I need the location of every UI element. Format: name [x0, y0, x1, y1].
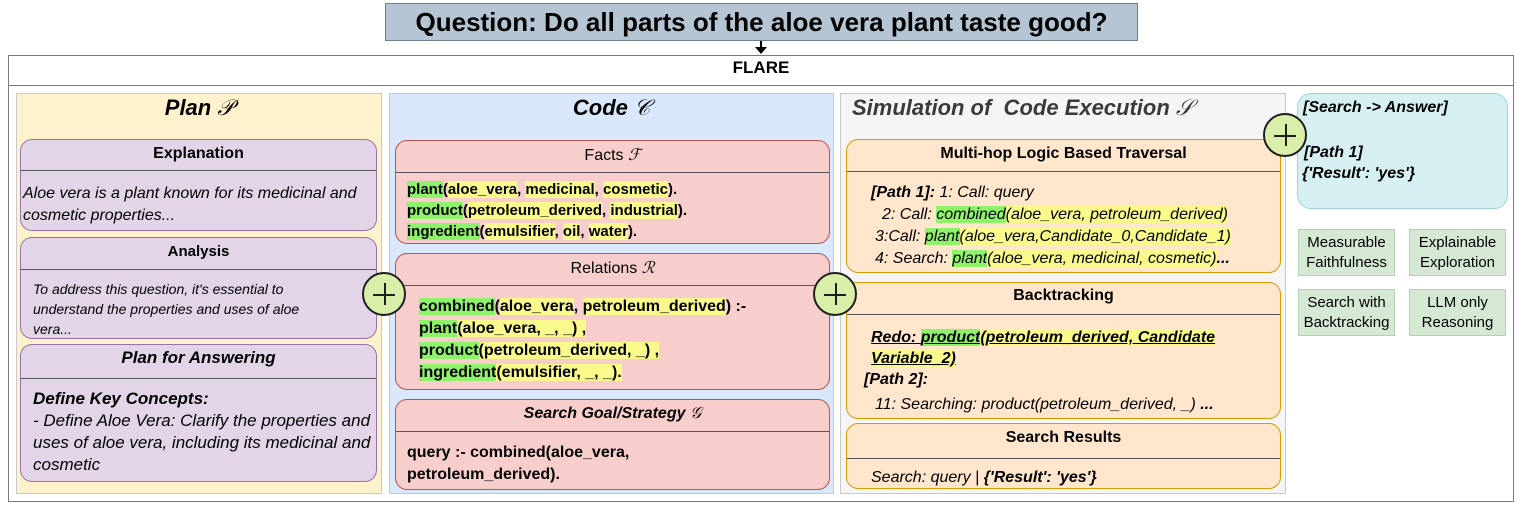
answer-box: [Search -> Answer] [Path 1] {'Result': '…: [1297, 93, 1508, 209]
path2-label: [Path 2]:: [864, 371, 928, 388]
search-goal-code: query :- combined(aloe_vera, petroleum_d…: [396, 442, 829, 486]
explanation-text: Aloe vera is a plant known for its medic…: [23, 185, 357, 224]
property-measurable-faithfulness: Measurable Faithfulness: [1298, 229, 1395, 276]
trace-line-4: 4: Search: plant(aloe_vera, medicinal, c…: [875, 250, 1230, 267]
fact-line-3: ingredient(emulsifier, oil, water).: [407, 223, 638, 240]
fact-line-2: product(petroleum_derived, industrial).: [407, 202, 688, 219]
analysis-text: To address this question, it's essential…: [33, 281, 300, 337]
code-title-text: Code: [572, 95, 628, 120]
property-line: Backtracking: [1303, 314, 1390, 331]
search-results-text: Search: query | {'Result': 'yes'}: [871, 469, 1097, 486]
flare-frame: [8, 55, 1514, 502]
redo-line-1: Redo: product(petroleum_derived, Candida…: [871, 329, 1216, 346]
relation-line-3: product(petroleum_derived, _) ,: [419, 342, 660, 359]
key-concepts-text: - Define Aloe Vera: Clarify the properti…: [33, 411, 371, 474]
goal-line-1: query :- combined(aloe_vera,: [407, 444, 630, 461]
search-goal-title: Search Goal/Strategy 𝒢: [396, 400, 829, 432]
analysis-title: Analysis: [21, 238, 376, 270]
redo-line-2: Variable_2): [871, 350, 956, 367]
down-arrow-icon: [760, 41, 762, 49]
traversal-title: Multi-hop Logic Based Traversal: [847, 140, 1280, 172]
property-search-backtracking: Search with Backtracking: [1298, 289, 1395, 336]
goal-line-2: petroleum_derived).: [407, 466, 560, 483]
frame-divider: [8, 85, 1514, 86]
code-title: Code 𝒞: [389, 94, 834, 123]
trace-line-2: 2: Call: combined(aloe_vera, petroleum_d…: [882, 206, 1228, 223]
simulation-title: Simulation of Code Execution 𝒮: [852, 94, 1193, 123]
plan-symbol: 𝒫: [217, 96, 234, 121]
search-results-box: Search Results Search: query | {'Result'…: [846, 423, 1281, 489]
backtracking-trace: Redo: product(petroleum_derived, Candida…: [847, 327, 1280, 415]
plus-icon-plan-code: [362, 272, 406, 316]
answer-title: [Search -> Answer]: [1303, 99, 1448, 116]
simulation-symbol: 𝒮: [1175, 96, 1193, 121]
flare-title: FLARE: [732, 58, 790, 77]
answer-path: [Path 1]: [1304, 144, 1363, 161]
code-symbol: 𝒞: [634, 96, 651, 121]
relations-title: Relations ℛ: [396, 254, 829, 286]
explanation-title: Explanation: [21, 140, 376, 171]
plan-answering-box: Plan for Answering Define Key Concepts: …: [20, 344, 377, 482]
plus-icon-code-simulation: [813, 272, 857, 316]
relations-symbol: ℛ: [641, 258, 655, 277]
plan-title: Plan 𝒫: [16, 94, 382, 123]
facts-title-text: Facts: [584, 147, 624, 164]
relations-box: Relations ℛ combined(aloe_vera, petroleu…: [395, 253, 830, 390]
arrow-head-icon: [755, 47, 767, 54]
question-banner: Question: Do all parts of the aloe vera …: [385, 3, 1138, 41]
trace-line-1: [Path 1]: 1: Call: query: [871, 184, 1034, 201]
facts-title: Facts ℱ: [396, 141, 829, 173]
relations-code: combined(aloe_vera, petroleum_derived) :…: [396, 296, 829, 384]
trace-line-3: 3:Call: plant(aloe_vera,Candidate_0,Cand…: [875, 228, 1231, 245]
fact-line-1: plant(aloe_vera, medicinal, cosmetic).: [407, 181, 678, 198]
property-line: Exploration: [1419, 254, 1496, 271]
plan-answering-title: Plan for Answering: [21, 345, 376, 379]
relation-line-4: ingredient(emulsifier, _, _).: [419, 364, 622, 381]
key-concepts-heading: Define Key Concepts:: [33, 389, 209, 408]
backtracking-box: Backtracking Redo: product(petroleum_der…: [846, 282, 1281, 419]
property-explainable-exploration: Explainable Exploration: [1409, 229, 1506, 276]
plus-icon-simulation-answer: [1263, 113, 1307, 157]
answer-result: {'Result': 'yes'}: [1302, 165, 1416, 182]
goal-symbol: 𝒢: [689, 403, 702, 422]
analysis-box: Analysis To address this question, it's …: [20, 237, 377, 339]
property-line: Reasoning: [1421, 314, 1494, 331]
search-line-11: 11: Searching: product(petroleum_derived…: [875, 396, 1214, 413]
relation-line-2: plant(aloe_vera, _, _) ,: [419, 320, 587, 337]
explanation-box: Explanation Aloe vera is a plant known f…: [20, 139, 377, 231]
traversal-box: Multi-hop Logic Based Traversal [Path 1]…: [846, 139, 1281, 273]
relations-title-text: Relations: [570, 260, 638, 277]
plan-title-text: Plan: [164, 95, 212, 120]
property-llm-only-reasoning: LLM only Reasoning: [1409, 289, 1506, 336]
backtracking-title: Backtracking: [847, 283, 1280, 315]
facts-symbol: ℱ: [628, 145, 641, 164]
property-line: Faithfulness: [1306, 254, 1387, 271]
facts-code: plant(aloe_vera, medicinal, cosmetic). p…: [396, 179, 829, 242]
search-goal-title-text: Search Goal/Strategy: [523, 405, 686, 422]
search-goal-box: Search Goal/Strategy 𝒢 query :- combined…: [395, 399, 830, 490]
property-line: Measurable: [1307, 234, 1386, 251]
relation-line-1: combined(aloe_vera, petroleum_derived) :…: [419, 298, 747, 315]
facts-box: Facts ℱ plant(aloe_vera, medicinal, cosm…: [395, 140, 830, 244]
property-line: Search with: [1307, 294, 1386, 311]
property-line: Explainable: [1418, 234, 1497, 251]
search-results-title: Search Results: [847, 424, 1280, 459]
simulation-title-text: Simulation of Code Execution: [852, 95, 1170, 120]
plan-answering-body: Define Key Concepts: - Define Aloe Vera:…: [21, 388, 376, 476]
traversal-trace: [Path 1]: 1: Call: query 2: Call: combin…: [847, 182, 1280, 270]
property-line: LLM only: [1427, 294, 1488, 311]
